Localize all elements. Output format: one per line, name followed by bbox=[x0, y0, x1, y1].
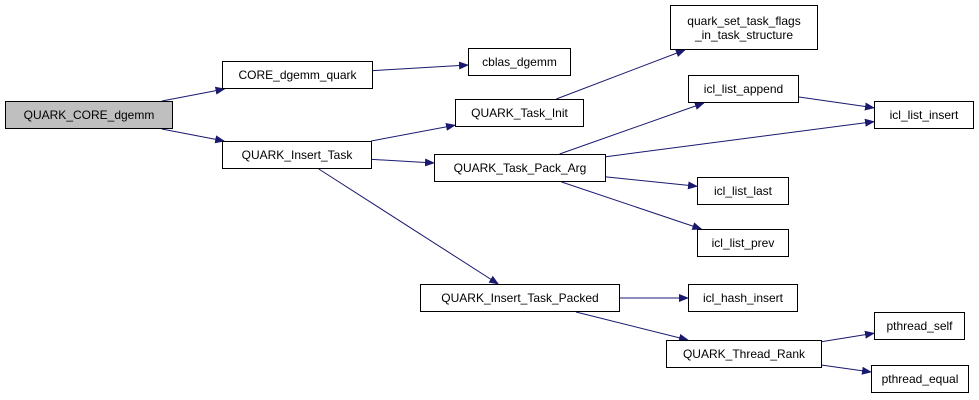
edge-quark-insert-task-to-quark-insert-task-packed bbox=[318, 168, 500, 285]
edge-quark-task-pack-arg-to-icl-list-insert bbox=[605, 118, 875, 158]
node-pthread-equal[interactable]: pthread_equal bbox=[871, 365, 969, 393]
edge-quark-core-dgemm-to-quark-insert-task bbox=[161, 128, 226, 144]
edge-quark-insert-task-packed-to-quark-thread-rank bbox=[575, 311, 689, 342]
node-icl-hash-insert[interactable]: icl_hash_insert bbox=[688, 284, 798, 312]
node-quark-insert-task[interactable]: QUARK_Insert_Task bbox=[222, 141, 372, 169]
node-label: pthread_self bbox=[886, 319, 953, 333]
node-quark-core-dgemm: QUARK_CORE_dgemm bbox=[5, 101, 173, 129]
node-label: QUARK_CORE_dgemm bbox=[23, 108, 155, 122]
node-icl-list-insert[interactable]: icl_list_insert bbox=[874, 101, 974, 129]
node-label: icl_list_prev bbox=[711, 236, 775, 250]
node-quark-task-init[interactable]: QUARK_Task_Init bbox=[455, 99, 584, 127]
node-quark-insert-task-packed[interactable]: QUARK_Insert_Task_Packed bbox=[420, 284, 620, 312]
edge-quark-thread-rank-to-pthread-self bbox=[821, 330, 875, 343]
node-label: icl_hash_insert bbox=[702, 291, 784, 305]
node-label: QUARK_Insert_Task bbox=[241, 148, 353, 162]
node-icl-list-prev[interactable]: icl_list_prev bbox=[697, 229, 789, 257]
edge-quark-insert-task-to-quark-task-init bbox=[371, 122, 456, 142]
node-label: QUARK_Insert_Task_Packed bbox=[441, 291, 599, 305]
node-quark-task-pack-arg[interactable]: QUARK_Task_Pack_Arg bbox=[434, 154, 606, 182]
edge-quark-insert-task-to-quark-task-pack-arg bbox=[371, 158, 435, 167]
edge-quark-thread-rank-to-pthread-equal bbox=[821, 364, 872, 375]
edge-quark-task-init-to-quark-set-task-flags bbox=[556, 49, 686, 100]
node-label-line1: quark_set_task_flags bbox=[687, 13, 801, 28]
node-label: QUARK_Task_Pack_Arg bbox=[453, 161, 587, 175]
edge-icl-list-append-to-icl-list-insert bbox=[798, 96, 875, 111]
node-label-line2: _in_task_structure bbox=[694, 27, 794, 42]
node-icl-list-append[interactable]: icl_list_append bbox=[688, 75, 799, 103]
node-label: icl_list_append bbox=[703, 82, 784, 96]
node-cblas-dgemm[interactable]: cblas_dgemm bbox=[468, 48, 571, 76]
node-label: icl_list_last bbox=[713, 184, 773, 198]
node-pthread-self[interactable]: pthread_self bbox=[874, 312, 965, 340]
node-quark-thread-rank[interactable]: QUARK_Thread_Rank bbox=[666, 340, 822, 368]
edge-core-dgemm-quark-to-cblas-dgemm bbox=[372, 61, 469, 72]
node-core-dgemm-quark[interactable]: CORE_dgemm_quark bbox=[222, 61, 373, 89]
edge-quark-task-pack-arg-to-icl-list-prev bbox=[561, 181, 703, 230]
edge-quark-core-dgemm-to-core-dgemm-quark bbox=[161, 86, 226, 102]
edge-quark-task-pack-arg-to-icl-list-last bbox=[605, 176, 698, 190]
node-label: icl_list_insert bbox=[889, 108, 959, 122]
node-label: cblas_dgemm bbox=[482, 55, 557, 69]
edge-quark-task-pack-arg-to-icl-list-append bbox=[559, 102, 705, 155]
node-icl-list-last[interactable]: icl_list_last bbox=[697, 177, 789, 205]
node-quark-set-task-flags[interactable]: quark_set_task_flags _in_task_structure bbox=[670, 5, 818, 50]
node-label: QUARK_Task_Init bbox=[471, 106, 568, 120]
node-label: CORE_dgemm_quark bbox=[238, 68, 357, 82]
node-label: pthread_equal bbox=[881, 372, 959, 386]
node-label: QUARK_Thread_Rank bbox=[682, 347, 806, 361]
